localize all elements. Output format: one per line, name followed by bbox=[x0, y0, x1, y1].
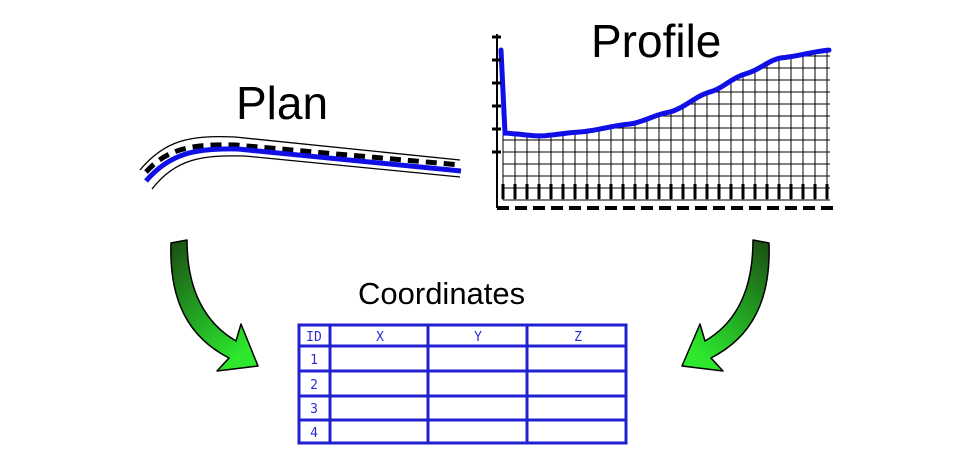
profile-title: Profile bbox=[591, 15, 722, 67]
table-row-id: 2 bbox=[310, 378, 318, 393]
table-header-y: Y bbox=[474, 330, 482, 345]
table-row-id: 1 bbox=[310, 353, 318, 368]
plan-view bbox=[139, 135, 462, 190]
right-curved-arrow bbox=[681, 239, 770, 372]
table-header-z: Z bbox=[574, 330, 582, 345]
coordinates-table: ID X Y Z 1 2 3 4 bbox=[297, 323, 628, 445]
profile-view bbox=[492, 34, 836, 210]
plan-road-edge-upper bbox=[139, 135, 461, 171]
table-row-id: 4 bbox=[310, 426, 318, 441]
profile-grid bbox=[502, 50, 830, 201]
plan-alignment-line bbox=[144, 146, 462, 183]
profile-y-ticks bbox=[492, 35, 501, 154]
plan-road-edge-lower bbox=[151, 155, 461, 190]
table-header-id: ID bbox=[306, 330, 322, 345]
profile-line bbox=[498, 47, 832, 139]
coordinates-title: Coordinates bbox=[358, 276, 526, 311]
left-curved-arrow bbox=[170, 239, 259, 372]
profile-x-ticks bbox=[501, 184, 829, 199]
table-header-x: X bbox=[376, 330, 384, 345]
plan-alignment-dashed bbox=[144, 142, 461, 174]
table-row-id: 3 bbox=[310, 402, 318, 417]
plan-title: Plan bbox=[236, 77, 329, 129]
